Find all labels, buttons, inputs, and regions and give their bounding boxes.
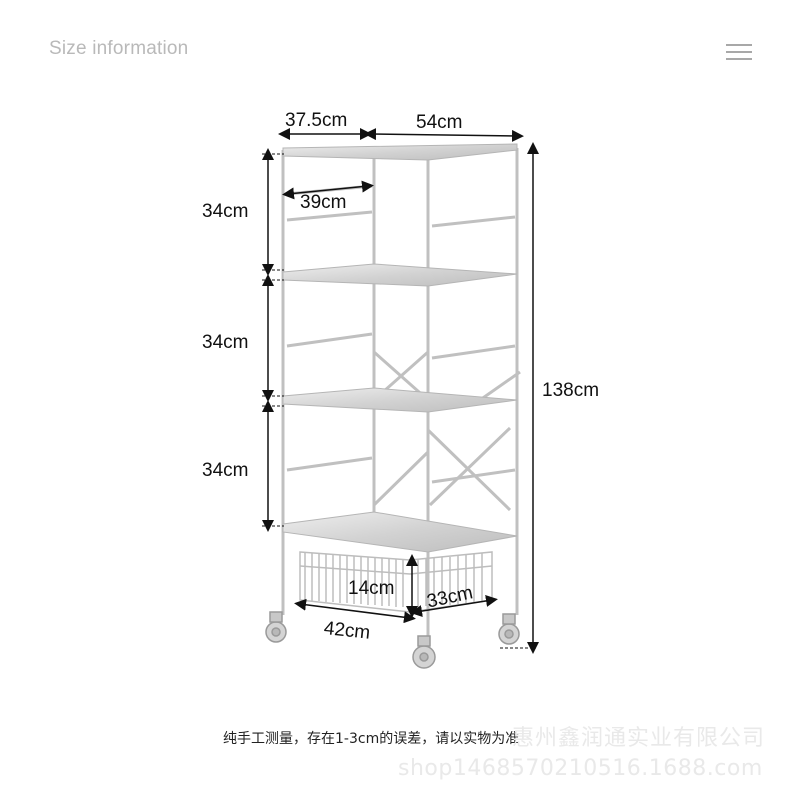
shelf-top: [282, 143, 518, 161]
shelf-bottom: [282, 511, 518, 553]
shelf-2: [282, 263, 518, 287]
depth-label: 37.5cm: [285, 110, 348, 131]
basket-height-label: 14cm: [348, 578, 395, 599]
shelf-3: [282, 387, 518, 413]
dimension-lines: [262, 128, 539, 654]
dimension-guides: [262, 153, 536, 649]
shelves: [282, 143, 518, 553]
width-label: 54cm: [416, 112, 463, 133]
caster-wheels: [265, 611, 520, 669]
shelf-gap-label-1: 34cm: [202, 201, 249, 222]
total-height-label: 138cm: [542, 380, 600, 401]
shelf-gap-label-3: 34cm: [202, 460, 249, 481]
hamburger-menu-icon[interactable]: [726, 43, 752, 61]
watermark-shop: shop1468570210516.1688.com: [398, 756, 763, 781]
watermark-company: 惠州鑫润通实业有限公司: [512, 726, 766, 751]
basket-width-label: 42cm: [322, 618, 372, 644]
inner-width-label: 39cm: [300, 192, 347, 213]
page-title: Size information: [49, 38, 189, 59]
shelf-gap-label-2: 34cm: [202, 332, 249, 353]
measurement-note: 纯手工测量，存在1-3cm的误差，请以实物为准: [223, 731, 520, 747]
